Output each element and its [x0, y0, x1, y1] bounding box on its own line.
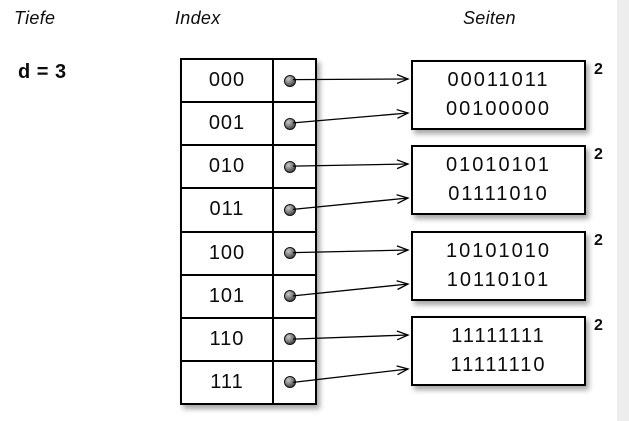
pointer-cell [272, 103, 315, 145]
index-row: 110 [182, 316, 315, 360]
pointer-dot-icon [283, 160, 296, 173]
pointer-dot-icon [283, 203, 296, 216]
pointer-dot-icon [283, 333, 296, 346]
pointer-cell [272, 146, 315, 188]
pointer-cell [272, 189, 315, 231]
index-row: 100 [182, 230, 315, 274]
pointer-cell [272, 60, 315, 102]
page-value: 10101010 [446, 240, 551, 262]
pointer-cell [272, 318, 315, 360]
page-value: 11111110 [450, 354, 547, 376]
index-row: 001 [182, 101, 315, 145]
index-entry-label: 111 [210, 370, 244, 393]
index-table: 000 001 010 011 100 101 110 111 [180, 58, 317, 405]
pointer-dot-icon [283, 74, 296, 87]
pointer-dot-icon [283, 290, 296, 303]
pointer-cell [272, 275, 315, 317]
page-box: 01010101 01111010 [411, 145, 586, 215]
pointer-dot-icon [283, 117, 296, 130]
index-row: 000 [182, 60, 315, 102]
header-seiten: Seiten [463, 8, 516, 28]
local-depth-label: 2 [594, 61, 603, 78]
index-row: 101 [182, 273, 315, 317]
global-depth-value: d = 3 [18, 61, 67, 83]
index-entry-label: 100 [208, 241, 246, 264]
header-tiefe: Tiefe [14, 8, 56, 28]
index-entry-label: 001 [208, 112, 246, 135]
index-entry-label: 010 [208, 155, 246, 178]
index-entry-label: 011 [209, 198, 245, 221]
index-entry-label: 110 [209, 327, 245, 350]
page-value: 10110101 [446, 269, 551, 291]
index-entry-label: 000 [208, 69, 246, 92]
pointer-cell [272, 232, 315, 274]
window-edge-strip [617, 0, 629, 421]
pointer-dot-icon [283, 247, 296, 260]
page-value: 00100000 [446, 98, 551, 120]
page-value: 01010101 [446, 154, 551, 176]
local-depth-label: 2 [594, 317, 603, 334]
pointer-cell [272, 361, 315, 403]
index-row: 011 [182, 187, 315, 231]
index-entry-label: 101 [208, 284, 246, 307]
local-depth-label: 2 [594, 146, 603, 163]
page-box: 11111111 11111110 [411, 316, 586, 386]
page-value: 00011011 [447, 69, 550, 91]
page-box: 10101010 10110101 [411, 231, 586, 301]
index-row: 111 [182, 359, 315, 403]
page-value: 11111111 [451, 325, 546, 347]
index-row: 010 [182, 144, 315, 188]
pointer-dot-icon [283, 376, 296, 389]
page-value: 01111010 [448, 183, 549, 205]
header-index: Index [175, 8, 221, 28]
local-depth-label: 2 [594, 232, 603, 249]
page-box: 00011011 00100000 [411, 60, 586, 130]
